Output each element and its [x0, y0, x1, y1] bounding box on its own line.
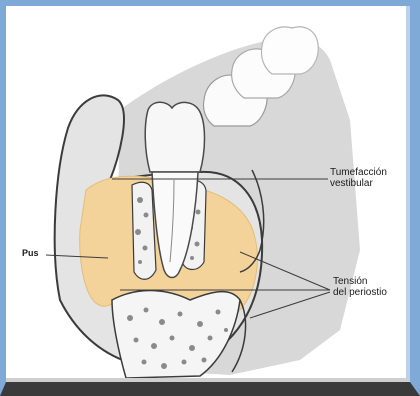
- adjacent-tooth-3: [261, 27, 318, 74]
- label-tumefaccion-line2: vestibular: [330, 178, 387, 189]
- label-tension-periostio: Tensión del periostio: [333, 276, 387, 298]
- label-pus: Pus: [22, 248, 39, 259]
- label-tension-line2: del periostio: [333, 287, 387, 298]
- tooth-crown: [145, 102, 204, 172]
- label-tension-line1: Tensión: [333, 276, 387, 287]
- dental-abscess-diagram: [8, 8, 412, 384]
- label-tumefaccion-vestibular: Tumefacción vestibular: [330, 167, 387, 189]
- label-tumefaccion-line1: Tumefacción: [330, 167, 387, 178]
